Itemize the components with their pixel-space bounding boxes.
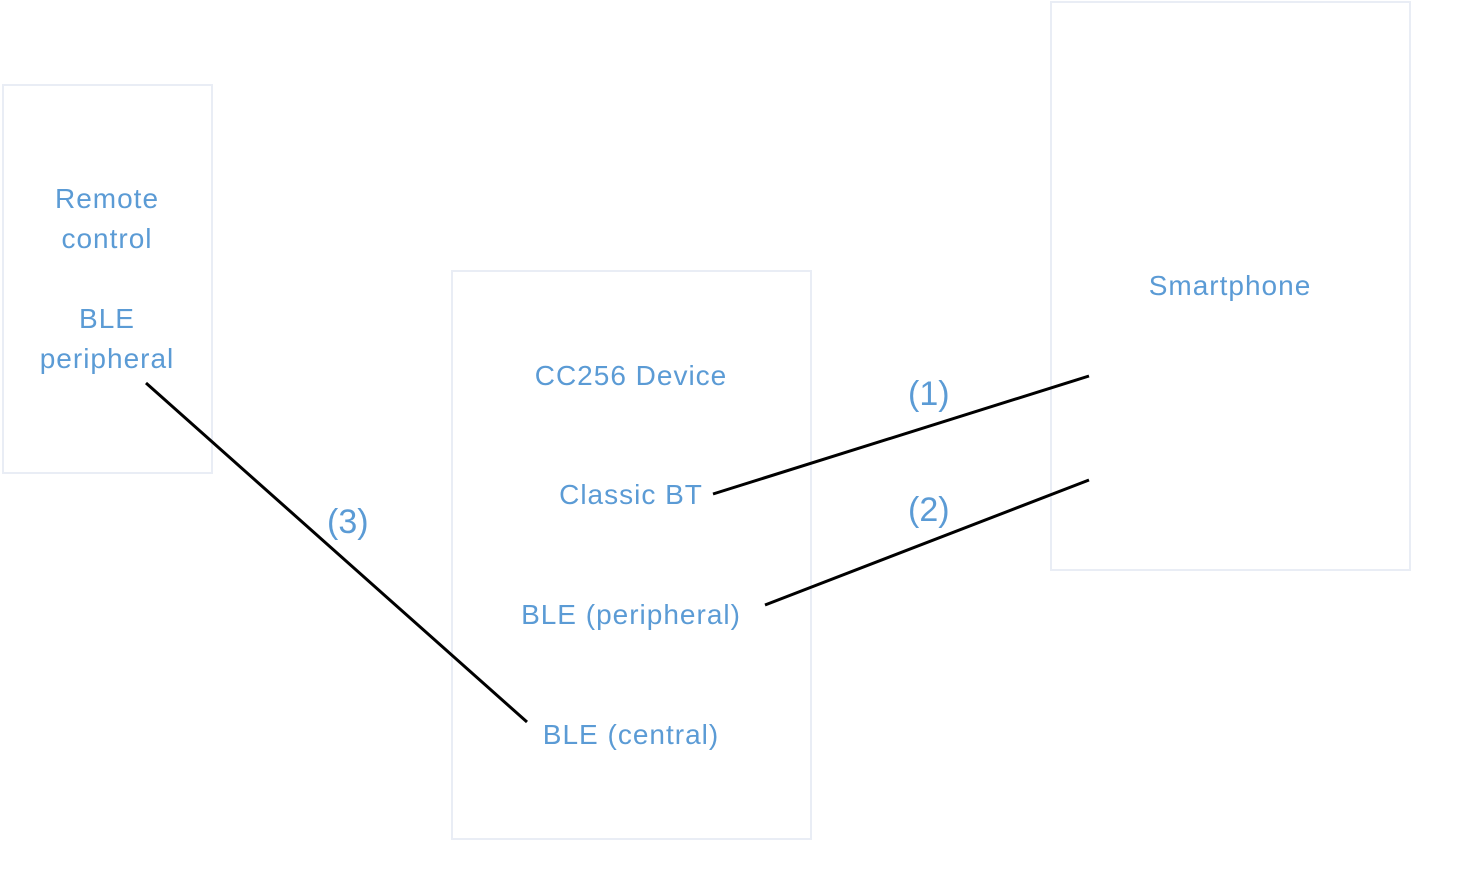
connection-label-2: (2)	[908, 491, 950, 529]
connection-line-1	[712, 374, 1090, 496]
remote-peripheral-label: peripheral	[39, 343, 175, 374]
remote-ble-label: BLE	[79, 303, 135, 334]
remote-control-label-line2: control	[61, 223, 153, 254]
ble-central-label: BLE (central)	[542, 719, 720, 750]
cc256-device-title: CC256 Device	[534, 360, 728, 391]
remote-control-box	[2, 84, 213, 474]
remote-control-label-line1: Remote	[54, 183, 160, 214]
classic-bt-label: Classic BT	[559, 479, 703, 510]
smartphone-box	[1050, 1, 1411, 571]
ble-peripheral-label: BLE (peripheral)	[521, 599, 741, 630]
connection-label-1: (1)	[908, 375, 950, 413]
cc256-device-box	[451, 270, 812, 840]
smartphone-title: Smartphone	[1148, 270, 1312, 301]
connection-line-2	[764, 478, 1090, 607]
connection-label-3: (3)	[327, 503, 369, 541]
connection-line-3	[145, 381, 528, 724]
